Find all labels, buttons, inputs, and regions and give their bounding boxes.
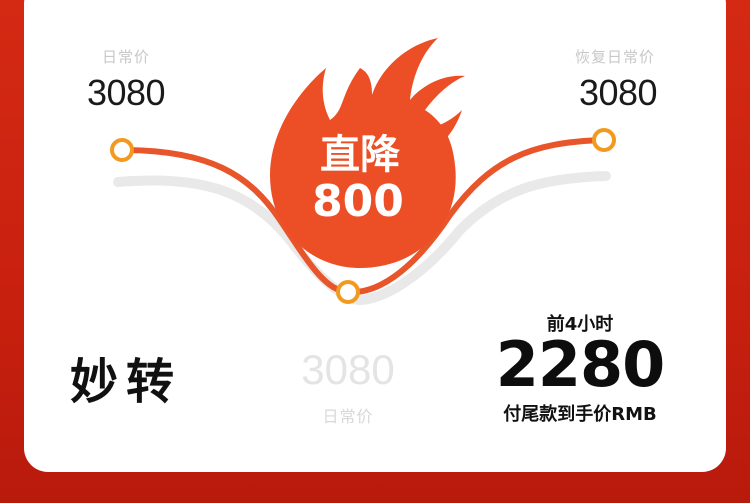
final-price: 2280 (495, 328, 666, 401)
final-price-caption: 前4小时 (546, 314, 614, 335)
left-price-label: 日常价 (101, 48, 150, 66)
flame-icon (270, 38, 465, 268)
badge-line1: 直降 (320, 132, 400, 178)
brand-title: 妙转 (70, 354, 183, 410)
right-dot (592, 128, 616, 152)
left-price: 3080 (86, 72, 166, 113)
right-price: 3080 (578, 72, 658, 113)
bottom-dot (336, 280, 360, 304)
left-dot (110, 138, 134, 162)
flame-tip-icon (420, 110, 462, 146)
ghost-price-label: 日常价 (322, 407, 374, 426)
final-price-note: 付尾款到手价RMB (503, 404, 657, 425)
shadow-curve (113, 171, 611, 306)
badge-line2: 800 (312, 176, 404, 227)
right-price-label: 恢复日常价 (574, 48, 655, 66)
ghost-price: 3080 (301, 346, 395, 393)
